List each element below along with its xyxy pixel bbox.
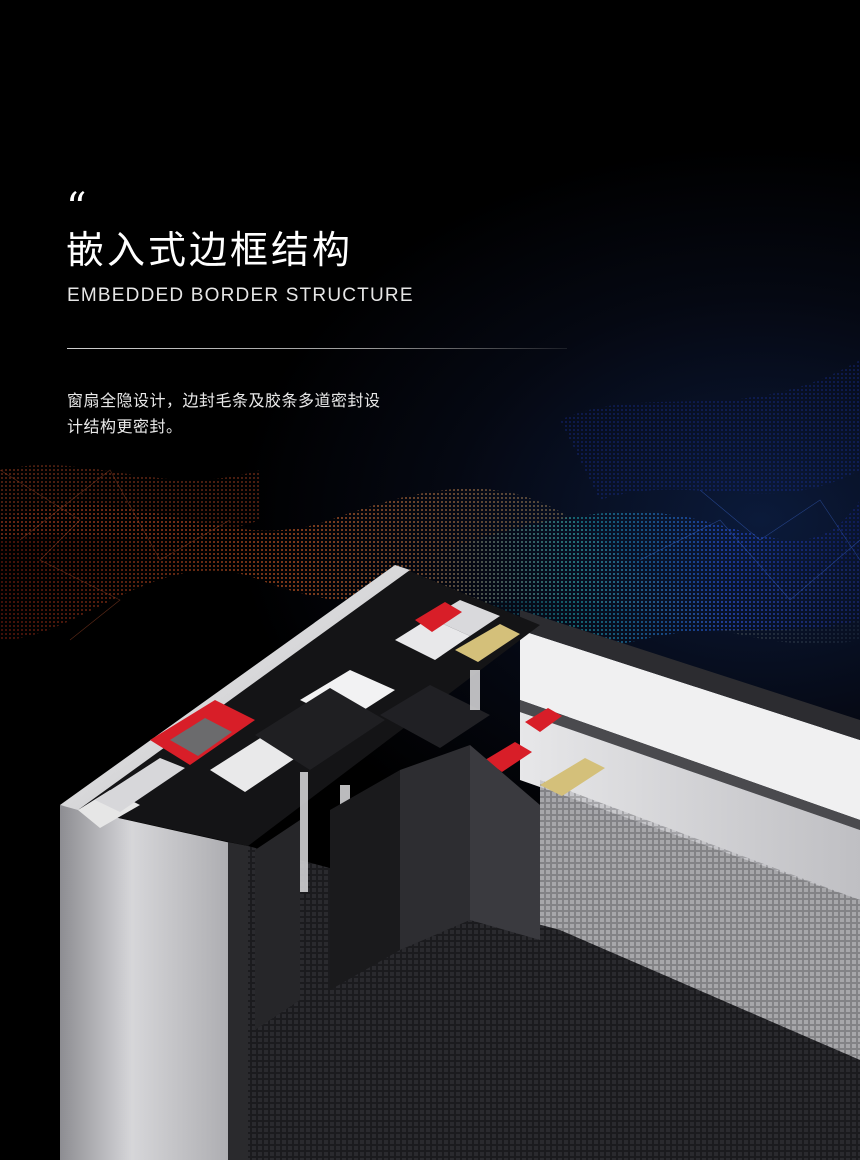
page-subtitle-en: EMBEDDED BORDER STRUCTURE: [67, 285, 414, 306]
page-title: 嵌入式边框结构: [66, 228, 354, 272]
quote-mark: “: [66, 185, 87, 231]
description-line-1: 窗扇全隐设计，边封毛条及胶条多道密封设: [67, 391, 381, 410]
description-text: 窗扇全隐设计，边封毛条及胶条多道密封设 计结构更密封。: [67, 388, 487, 440]
description-line-2: 计结构更密封。: [67, 417, 183, 436]
title-divider: [67, 348, 567, 349]
